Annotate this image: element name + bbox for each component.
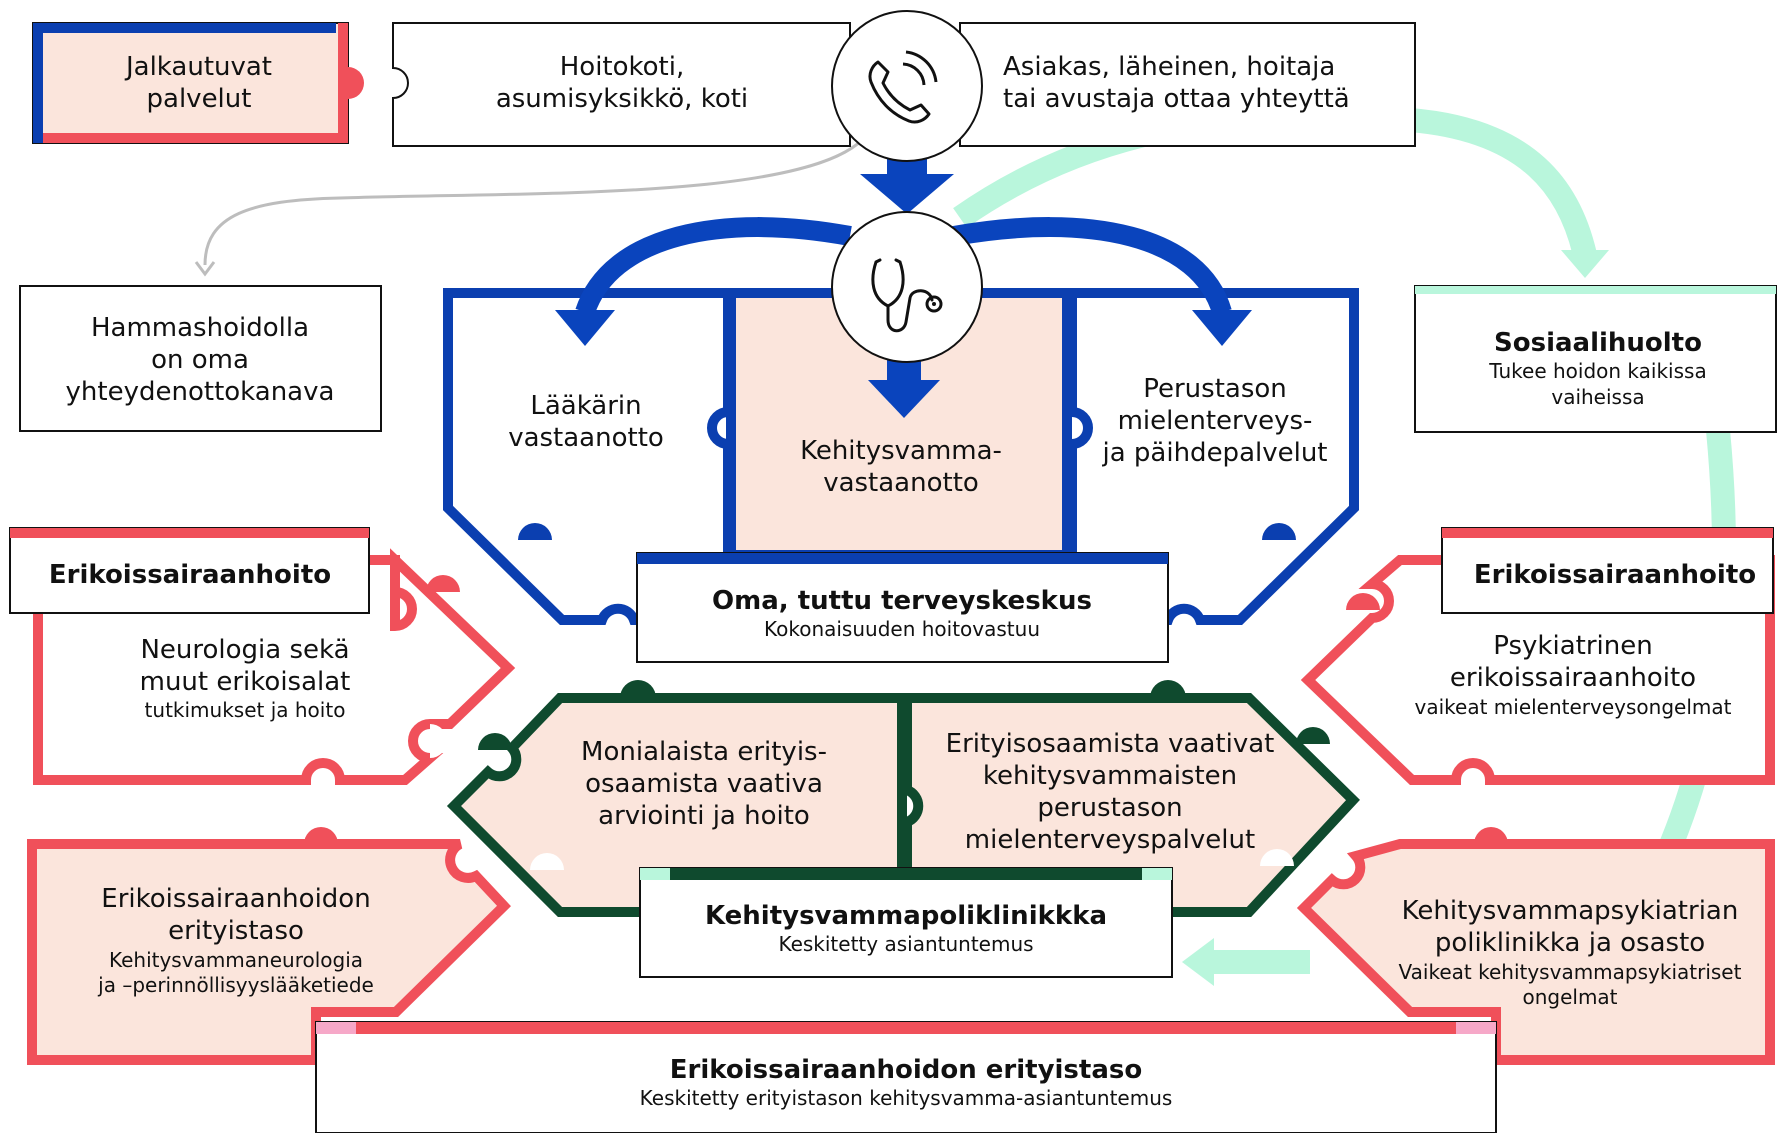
dental-connector [194, 138, 864, 277]
polyclinic-right-line-1: Erityisosaamista vaativat [946, 729, 1275, 759]
polyclinic-title: Kehitysvammapoliklinikkka [705, 901, 1107, 931]
mental-health-line-3: ja päihdepalvelut [1102, 438, 1328, 468]
psychiatry-special-sub-1: Vaikeat kehitysvammapsykiatriset [1399, 960, 1742, 984]
neurology-special-unit: Erikoissairaanhoidon erityistaso Kehitys… [27, 827, 511, 1065]
social-care-line-2: vaiheissa [1551, 385, 1644, 409]
contact-box: Asiakas, läheinen, hoitaja tai avustaja … [959, 22, 1416, 147]
neurology-line-2: muut erikoisalat [140, 667, 351, 697]
mobile-services-box: Jalkautuvat palvelut [32, 22, 364, 144]
social-care-box: Sosiaalihuolto Tukee hoidon kaikissa vai… [1414, 285, 1777, 433]
contact-line-2: tai avustaja ottaa yhteyttä [1003, 84, 1350, 114]
neurology-unit: Erikoissairaanhoito Neurologia sekä muut… [9, 527, 516, 785]
specialised-level-title: Erikoissairaanhoidon erityistaso [670, 1055, 1142, 1085]
mental-health-line-2: mielenterveys- [1118, 406, 1313, 436]
neurology-special-line-1: Erikoissairaanhoidon [101, 884, 370, 914]
polyclinic-left-line-3: arviointi ja hoito [598, 801, 810, 831]
neurology-special-sub-1: Kehitysvammaneurologia [109, 948, 363, 972]
neurology-special-line-2: erityistaso [168, 916, 304, 946]
polyclinic-subtitle: Keskitetty asiantuntemus [778, 932, 1033, 956]
psychiatry-special-unit: Kehitysvammapsykiatrian poliklinikka ja … [1296, 827, 1775, 1065]
psychiatry-line-1: Psykiatrinen [1493, 631, 1652, 661]
psychiatry-header: Erikoissairaanhoito [1474, 560, 1756, 590]
dental-line-2: on oma [151, 345, 249, 375]
phone-icon [831, 10, 983, 162]
care-home-box: Hoitokoti, asumisyksikkö, koti [392, 22, 851, 147]
polyclinic-right-line-4: mielenterveyspalvelut [965, 825, 1255, 855]
contact-line-1: Asiakas, läheinen, hoitaja [1003, 52, 1335, 82]
polyclinic-right-line-2: kehitysvammaisten [983, 761, 1237, 791]
specialised-level-subtitle: Keskitetty erityistason kehitysvamma-asi… [640, 1086, 1173, 1110]
doctor-line-2: vastaanotto [508, 423, 664, 453]
id-reception-line-1: Kehitysvamma- [800, 436, 1002, 466]
psychiatry-line-2: erikoissairaanhoito [1450, 663, 1696, 693]
polyclinic: Monialaista erityis- osaamista vaativa a… [446, 680, 1360, 978]
care-home-line-2: asumisyksikkö, koti [496, 84, 748, 114]
social-care-line-1: Tukee hoidon kaikissa [1488, 359, 1706, 383]
health-centre-title: Oma, tuttu terveyskeskus [712, 586, 1092, 616]
psychiatry-special-sub-2: ongelmat [1522, 985, 1617, 1009]
psychiatry-special-line-1: Kehitysvammapsykiatrian [1402, 896, 1739, 926]
health-centre-subtitle: Kokonaisuuden hoitovastuu [764, 617, 1040, 641]
specialised-level-box: Erikoissairaanhoidon erityistaso Keskite… [315, 1021, 1497, 1133]
neurology-header: Erikoissairaanhoito [49, 560, 331, 590]
dental-box: Hammashoidolla on oma yhteydenottokanava [19, 285, 382, 432]
polyclinic-right-line-3: perustason [1037, 793, 1182, 823]
neurology-sub: tutkimukset ja hoito [145, 698, 346, 722]
dental-line-1: Hammashoidolla [91, 313, 309, 343]
psychiatry-special-line-2: poliklinikka ja osasto [1435, 928, 1705, 958]
doctor-line-1: Lääkärin [530, 391, 641, 421]
mobile-services-line-1: Jalkautuvat [124, 52, 272, 82]
neurology-special-sub-2: ja –perinnöllisyyslääketiede [97, 973, 374, 997]
polyclinic-left-line-2: osaamista vaativa [585, 769, 823, 799]
social-care-title: Sosiaalihuolto [1494, 328, 1702, 358]
polyclinic-left-line-1: Monialaista erityis- [581, 737, 827, 767]
psychiatry-unit: Erikoissairaanhoito Psykiatrinen erikois… [1300, 527, 1775, 785]
mental-health-line-1: Perustason [1143, 374, 1287, 404]
stethoscope-icon [831, 211, 983, 363]
dental-line-3: yhteydenottokanava [66, 377, 335, 407]
health-centre: Lääkärin vastaanotto Kehitysvamma- vasta… [443, 288, 1359, 663]
care-home-line-1: Hoitokoti, [560, 52, 685, 82]
distribution-arrows [555, 217, 1252, 418]
psychiatry-sub: vaikeat mielenterveysongelmat [1415, 695, 1732, 719]
mobile-services-line-2: palvelut [147, 84, 252, 114]
neurology-line-1: Neurologia sekä [140, 635, 349, 665]
id-reception-line-2: vastaanotto [823, 468, 979, 498]
